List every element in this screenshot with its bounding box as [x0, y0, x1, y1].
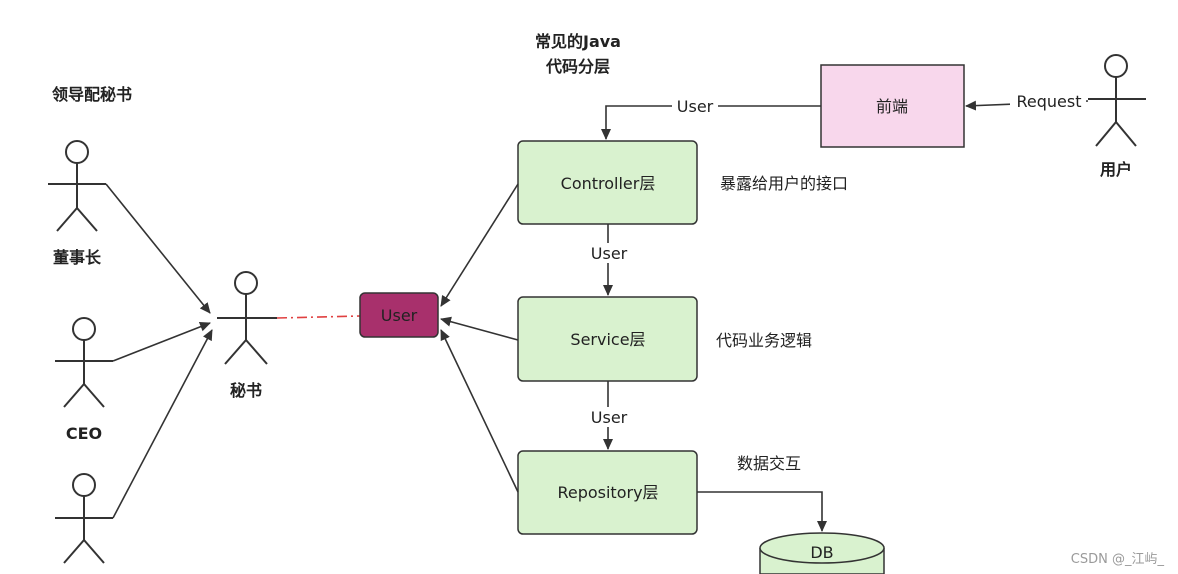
- frontend-edge-label-bg: [672, 96, 718, 116]
- title-line-2: 代码分层: [545, 57, 610, 76]
- ceo-to-secretary-arrow: [112, 321, 211, 362]
- frontend-label: 前端: [876, 97, 908, 116]
- secretary-user-link: [276, 315, 361, 319]
- ceo-label: CEO: [66, 424, 102, 443]
- db-label: DB: [810, 543, 833, 562]
- service-edge-label-bg: [586, 407, 632, 427]
- controller-edge-label-bg: [586, 243, 632, 263]
- controller-box: Controller层: [517, 140, 698, 225]
- request-label-bg: [1010, 91, 1086, 111]
- frontend-box: 前端: [820, 64, 965, 148]
- left-title: 领导配秘书: [52, 85, 132, 104]
- third-to-secretary-arrow: [112, 329, 213, 519]
- user-entity-label: User: [381, 306, 418, 325]
- service-to-user-arrow: [440, 316, 519, 341]
- title-line-1: 常见的Java: [535, 32, 621, 51]
- end-user-label: 用户: [1100, 160, 1132, 179]
- request-label: Request: [1017, 92, 1082, 111]
- end-user-actor: [1088, 54, 1146, 147]
- service-annotation: 代码业务逻辑: [716, 331, 812, 350]
- service-edge-label: User: [591, 408, 628, 427]
- frontend-edge-label: User: [677, 97, 714, 116]
- repository-to-db-arrow: [697, 491, 827, 532]
- third-actor: [55, 473, 113, 564]
- chairman-to-secretary-arrow: [105, 183, 211, 314]
- database-cylinder: DB: [759, 532, 885, 574]
- frontend-to-controller-arrow: [601, 105, 821, 140]
- chairman-label: 董事长: [53, 248, 102, 267]
- secretary-label: 秘书: [230, 381, 262, 400]
- watermark: CSDN @_江屿_: [1071, 552, 1165, 567]
- controller-label: Controller层: [561, 174, 656, 193]
- controller-edge-label: User: [591, 244, 628, 263]
- service-box: Service层: [517, 296, 698, 382]
- ceo-actor: [55, 317, 113, 408]
- repository-to-user-arrow: [440, 329, 519, 493]
- repository-label: Repository层: [557, 483, 658, 502]
- service-label: Service层: [570, 330, 645, 349]
- controller-to-user-arrow: [440, 183, 519, 307]
- repository-annotation: 数据交互: [737, 454, 801, 473]
- secretary-actor: [217, 271, 277, 365]
- repository-box: Repository层: [517, 450, 698, 535]
- chairman-actor: [48, 140, 106, 232]
- controller-annotation: 暴露给用户的接口: [720, 174, 848, 193]
- user-entity-box: User: [359, 292, 439, 338]
